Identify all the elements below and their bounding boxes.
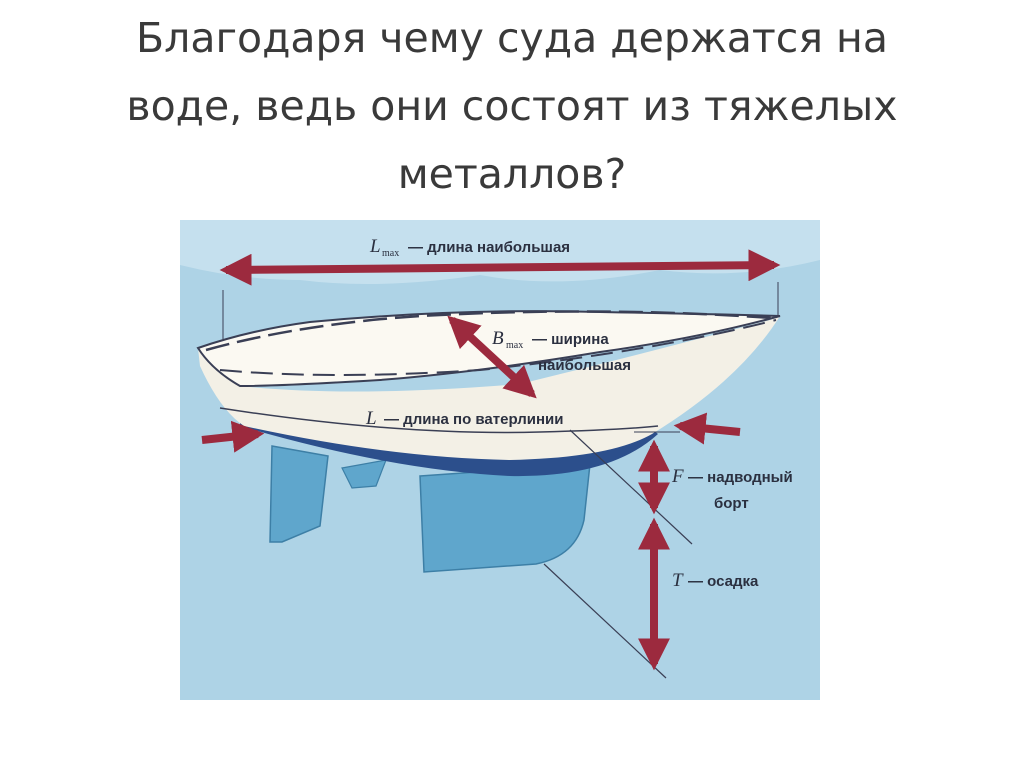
- boat-dimensions-diagram: L max — длина наибольшая B max — ширина …: [180, 220, 820, 700]
- boat-diagram-svg: L max — длина наибольшая B max — ширина …: [180, 220, 820, 700]
- waterline: [219, 407, 659, 434]
- label-bmax-text: — ширина: [532, 331, 609, 348]
- label-waterline-length: L — длина по ватерлинии: [365, 408, 564, 429]
- label-freeboard: F — надводный борт: [671, 466, 793, 512]
- label-bmax-subscript: max: [506, 340, 523, 351]
- fin-keel: [419, 463, 591, 573]
- label-lmax-subscript: max: [382, 248, 399, 259]
- label-f-symbol: F: [671, 466, 684, 487]
- label-bmax-symbol: B: [492, 328, 504, 349]
- label-t-symbol: T: [672, 570, 684, 591]
- waterline-arrow-left: [201, 420, 265, 453]
- toe-rail: [205, 310, 773, 352]
- lmax-arrow: [219, 249, 781, 286]
- label-f-text: — надводный: [688, 469, 793, 486]
- label-draft: T — осадка: [672, 570, 759, 591]
- slide-title-line-2: воде, ведь они состоят из тяжелых: [126, 82, 898, 130]
- bmax-arrow: [447, 315, 537, 399]
- rudder: [269, 445, 329, 543]
- slide-title: Благодаря чему суда держатся на воде, ве…: [80, 4, 944, 208]
- label-bmax: B max — ширина наибольшая: [492, 328, 631, 374]
- slide-title-line-3: металлов?: [397, 150, 627, 198]
- propeller-strut: [341, 459, 387, 489]
- label-t-text: — осадка: [688, 573, 759, 590]
- label-l-text: — длина по ватерлинии: [384, 411, 564, 428]
- label-lmax-symbol: L: [369, 236, 381, 257]
- label-l-symbol: L: [365, 408, 377, 429]
- waterline-arrow-right: [673, 412, 741, 445]
- label-f-text-2: борт: [714, 495, 749, 512]
- label-lmax: L max — длина наибольшая: [369, 236, 570, 259]
- label-bmax-text-2: наибольшая: [538, 357, 631, 374]
- hull-bottom: [240, 416, 658, 477]
- slide-title-line-1: Благодаря чему суда держатся на: [136, 14, 888, 62]
- label-lmax-text: — длина наибольшая: [408, 239, 570, 256]
- freeboard-guide: [569, 429, 693, 545]
